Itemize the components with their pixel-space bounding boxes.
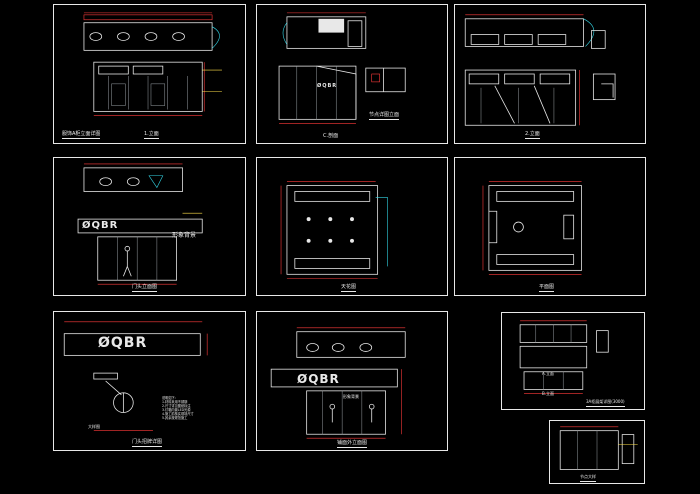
- drawing-sheet-4[interactable]: ØQBR 形象背景 门头立面图: [53, 157, 246, 296]
- sheet-2-title-b: 节点详图立面: [369, 112, 400, 120]
- ceiling-plan-drawing: [280, 181, 388, 279]
- drawing-sheet-5[interactable]: 天花图: [256, 157, 448, 296]
- drawing-sheet-6[interactable]: 平面图: [454, 157, 646, 296]
- sheet-8-sign-text: 形象背景: [343, 394, 359, 399]
- sheet-7-notes: 说明如下： 1.材料采用不锈钢 2.尺寸详见图纸标注 3.灯箱内置LED光源 4…: [162, 396, 194, 420]
- signboard-detail-drawing: [63, 321, 208, 431]
- drawing-sheet-9[interactable]: A.立面 B.立面 3A柜展架详图(3000): [501, 312, 645, 410]
- elevation-2-drawing: [464, 14, 616, 126]
- sheet-7-brand-mark: ØQBR: [98, 335, 148, 351]
- section-drawing: [278, 12, 406, 124]
- sheet-9-label-b: B.立面: [542, 391, 555, 396]
- display-rack-detail-drawing: [519, 320, 609, 394]
- drawing-sheet-10[interactable]: 节点大样: [549, 420, 645, 484]
- drawing-sheet-3[interactable]: 2.立面: [454, 4, 646, 144]
- sheet-9-label-a: A.立面: [542, 371, 554, 376]
- sheet-8-brand-mark: ØQBR: [297, 372, 340, 386]
- sheet-2-title-a: C.剖面: [323, 133, 339, 139]
- sheet-7-subtitle: 大样图: [88, 424, 100, 429]
- sheet-5-title: 天花图: [341, 284, 357, 292]
- storefront-elevation-drawing: [77, 163, 203, 285]
- sheet-1-title-b: 1.立面: [144, 131, 159, 139]
- node-detail-drawing: [559, 426, 638, 470]
- drawing-sheet-2[interactable]: ØQBR C.剖面 节点详图立面: [256, 4, 448, 144]
- cabinet-elevation-drawing: [83, 12, 222, 116]
- sheet-9-title: 3A柜展架详图(3000): [586, 399, 625, 407]
- sheet-8-title: 铺面外立面图: [337, 440, 368, 448]
- sheet-10-title: 节点大样: [580, 474, 596, 482]
- drawing-sheet-8[interactable]: ØQBR 形象背景 铺面外立面图: [256, 311, 448, 451]
- floor-plan-drawing: [482, 181, 582, 275]
- drawing-sheet-7[interactable]: ØQBR 说明如下： 1.材料采用不锈钢 2.尺寸详见图纸标注 3.灯箱内置LE…: [53, 311, 246, 451]
- sheet-3-title: 2.立面: [525, 131, 540, 139]
- sheet-6-title: 平面图: [539, 284, 555, 292]
- sheet-4-sign-text: 形象背景: [172, 232, 197, 239]
- shop-exterior-elevation-drawing: [270, 327, 406, 439]
- sheet-4-title: 门头立面图: [132, 284, 158, 292]
- sheet-1-title-a: 服饰A柜立面详图: [62, 131, 101, 139]
- sheet-4-brand-mark: ØQBR: [82, 220, 119, 231]
- drawing-sheet-1[interactable]: 服饰A柜立面详图 1.立面: [53, 4, 246, 144]
- sheet-7-title: 门头招牌详图: [132, 439, 163, 447]
- sheet-2-brand-mark: ØQBR: [317, 83, 338, 89]
